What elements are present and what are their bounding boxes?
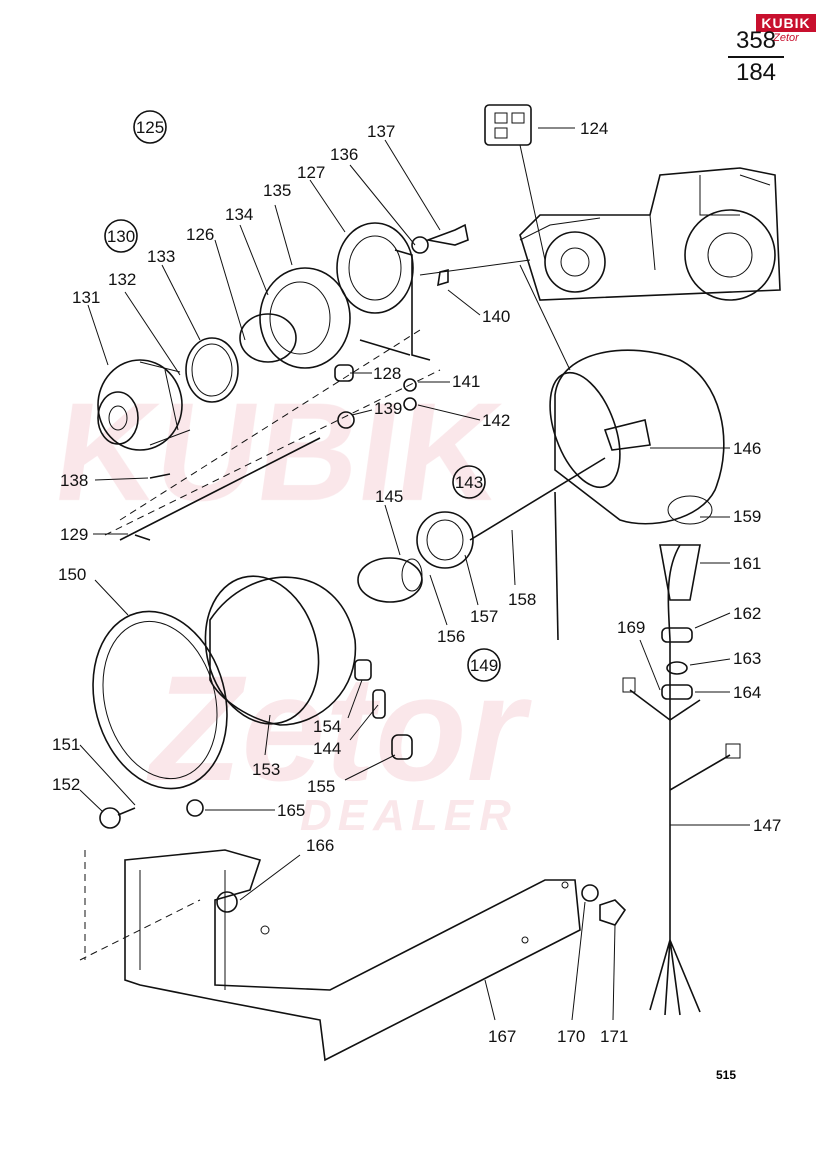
logo-brand: KUBIK	[756, 14, 816, 32]
label-162: 162	[733, 604, 761, 623]
label-165: 165	[277, 801, 305, 820]
label-135: 135	[263, 181, 291, 200]
label-150: 150	[58, 565, 86, 584]
work-lamp-assembly	[97, 222, 531, 541]
label-170: 170	[557, 1027, 585, 1046]
page-number: 515	[716, 1068, 737, 1082]
group-149: 149	[467, 648, 501, 682]
kubik-zetor-logo: KUBIK Zetor	[756, 14, 816, 54]
label-132: 132	[108, 270, 136, 289]
watermark-brand-text: KUBIK	[46, 374, 511, 530]
label-151: 151	[52, 735, 80, 754]
group-label-125: 125	[136, 118, 164, 137]
part-124-connector	[484, 104, 546, 261]
label-146: 146	[733, 439, 761, 458]
group-143: 143	[452, 465, 486, 499]
watermark-dealer-text: DEALER	[300, 791, 517, 840]
label-129: 129	[60, 525, 88, 544]
label-157: 157	[470, 607, 498, 626]
label-134: 134	[225, 205, 253, 224]
logo-sub-brand: Zetor	[773, 32, 799, 44]
label-169: 169	[617, 618, 645, 637]
part-167-bracket	[79, 849, 627, 1062]
part-labels: 124 126 127 128 129 131 132 133 134 135 …	[52, 119, 781, 1046]
dealer-watermark: KUBIK Zetor DEALER	[46, 374, 533, 840]
group-130: 130	[104, 219, 138, 253]
group-label-130: 130	[107, 227, 135, 246]
fraction-denominator: 184	[735, 59, 777, 86]
label-166: 166	[306, 836, 334, 855]
group-label-143: 143	[455, 473, 483, 492]
label-167: 167	[488, 1027, 516, 1046]
label-127: 127	[297, 163, 325, 182]
label-142: 142	[482, 411, 510, 430]
label-153: 153	[252, 760, 280, 779]
group-label-149: 149	[470, 656, 498, 675]
label-155: 155	[307, 777, 335, 796]
part-147-wiring-harness	[622, 544, 741, 1016]
label-164: 164	[733, 683, 761, 702]
label-161: 161	[733, 554, 761, 573]
label-137: 137	[367, 122, 395, 141]
label-152: 152	[52, 775, 80, 794]
label-147: 147	[753, 816, 781, 835]
label-139: 139	[374, 399, 402, 418]
label-136: 136	[330, 145, 358, 164]
label-126: 126	[186, 225, 214, 244]
label-144: 144	[313, 739, 341, 758]
label-131: 131	[72, 288, 100, 307]
label-171: 171	[600, 1027, 628, 1046]
label-145: 145	[375, 487, 403, 506]
cable-and-socket-assembly	[357, 457, 606, 641]
headlamp-assembly	[92, 575, 413, 829]
part-146-lamp-housing	[519, 264, 725, 525]
label-156: 156	[437, 627, 465, 646]
page-reference-fraction: 358 184	[728, 28, 784, 86]
label-124: 124	[580, 119, 608, 138]
label-158: 158	[508, 590, 536, 609]
group-125: 125	[133, 110, 167, 144]
fraction-line	[728, 56, 784, 58]
tractor-drawing	[519, 167, 781, 301]
label-140: 140	[482, 307, 510, 326]
label-128: 128	[373, 364, 401, 383]
fraction-numerator: 358	[735, 27, 777, 54]
label-138: 138	[60, 471, 88, 490]
label-159: 159	[733, 507, 761, 526]
label-141: 141	[452, 372, 480, 391]
label-133: 133	[147, 247, 175, 266]
label-154: 154	[313, 717, 341, 736]
label-163: 163	[733, 649, 761, 668]
